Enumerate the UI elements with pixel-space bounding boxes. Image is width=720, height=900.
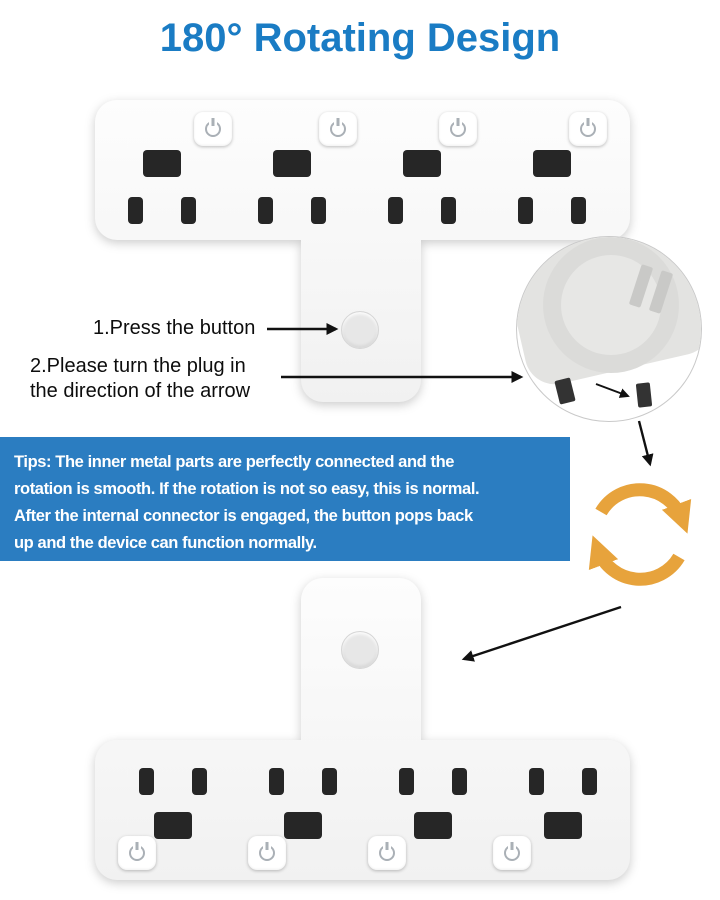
socket-earth-slot (273, 150, 311, 177)
instruction-step-2: 2.Please turn the plug in the direction … (30, 354, 250, 404)
power-switch (194, 112, 232, 146)
socket-earth-slot (154, 812, 192, 839)
tips-line: up and the device can function normally. (14, 534, 317, 552)
power-switch (368, 836, 406, 870)
socket-slot (322, 768, 337, 795)
plug-pin (635, 382, 653, 408)
socket-slot (399, 768, 414, 795)
power-switch (493, 836, 531, 870)
socket-slot (258, 197, 273, 224)
tips-line: rotation is smooth. If the rotation is n… (14, 480, 480, 498)
plug-pin (554, 377, 576, 405)
page-title: 180° Rotating Design (159, 16, 561, 60)
power-icon (259, 845, 275, 861)
power-switch (319, 112, 357, 146)
socket-slot (582, 768, 597, 795)
socket-slot (518, 197, 533, 224)
instruction-step-2-line1: 2.Please turn the plug in (30, 355, 246, 377)
socket-slot (139, 768, 154, 795)
rotate-release-button (341, 311, 379, 349)
power-icon (450, 121, 466, 137)
power-icon (129, 845, 145, 861)
socket-slot (128, 197, 143, 224)
power-switch (118, 836, 156, 870)
power-icon (379, 845, 395, 861)
socket-slot (571, 197, 586, 224)
socket-slot (311, 197, 326, 224)
socket-earth-slot (544, 812, 582, 839)
power-icon (580, 121, 596, 137)
socket-slot (388, 197, 403, 224)
instruction-step-2-line2: the direction of the arrow (30, 380, 251, 402)
socket-earth-slot (403, 150, 441, 177)
tips-banner: Tips: The inner metal parts are perfectl… (0, 437, 570, 561)
power-switch (248, 836, 286, 870)
plug-closeup-inset (516, 236, 702, 422)
socket-earth-slot (533, 150, 571, 177)
socket-slot (181, 197, 196, 224)
socket-slot (441, 197, 456, 224)
rotation-arrows-icon (588, 483, 692, 586)
socket-earth-slot (143, 150, 181, 177)
socket-earth-slot (414, 812, 452, 839)
tips-line: After the internal connector is engaged,… (14, 507, 473, 525)
power-switch (439, 112, 477, 146)
socket-slot (269, 768, 284, 795)
power-icon (330, 121, 346, 137)
power-switch (569, 112, 607, 146)
socket-slot (452, 768, 467, 795)
tips-line: Tips: The inner metal parts are perfectl… (14, 453, 455, 471)
power-icon (504, 845, 520, 861)
socket-slot (192, 768, 207, 795)
instruction-step-1: 1.Press the button (93, 317, 256, 339)
rotate-release-button (341, 631, 379, 669)
power-icon (205, 121, 221, 137)
socket-slot (529, 768, 544, 795)
socket-earth-slot (284, 812, 322, 839)
arrow-inset-to-rotation (637, 420, 654, 467)
